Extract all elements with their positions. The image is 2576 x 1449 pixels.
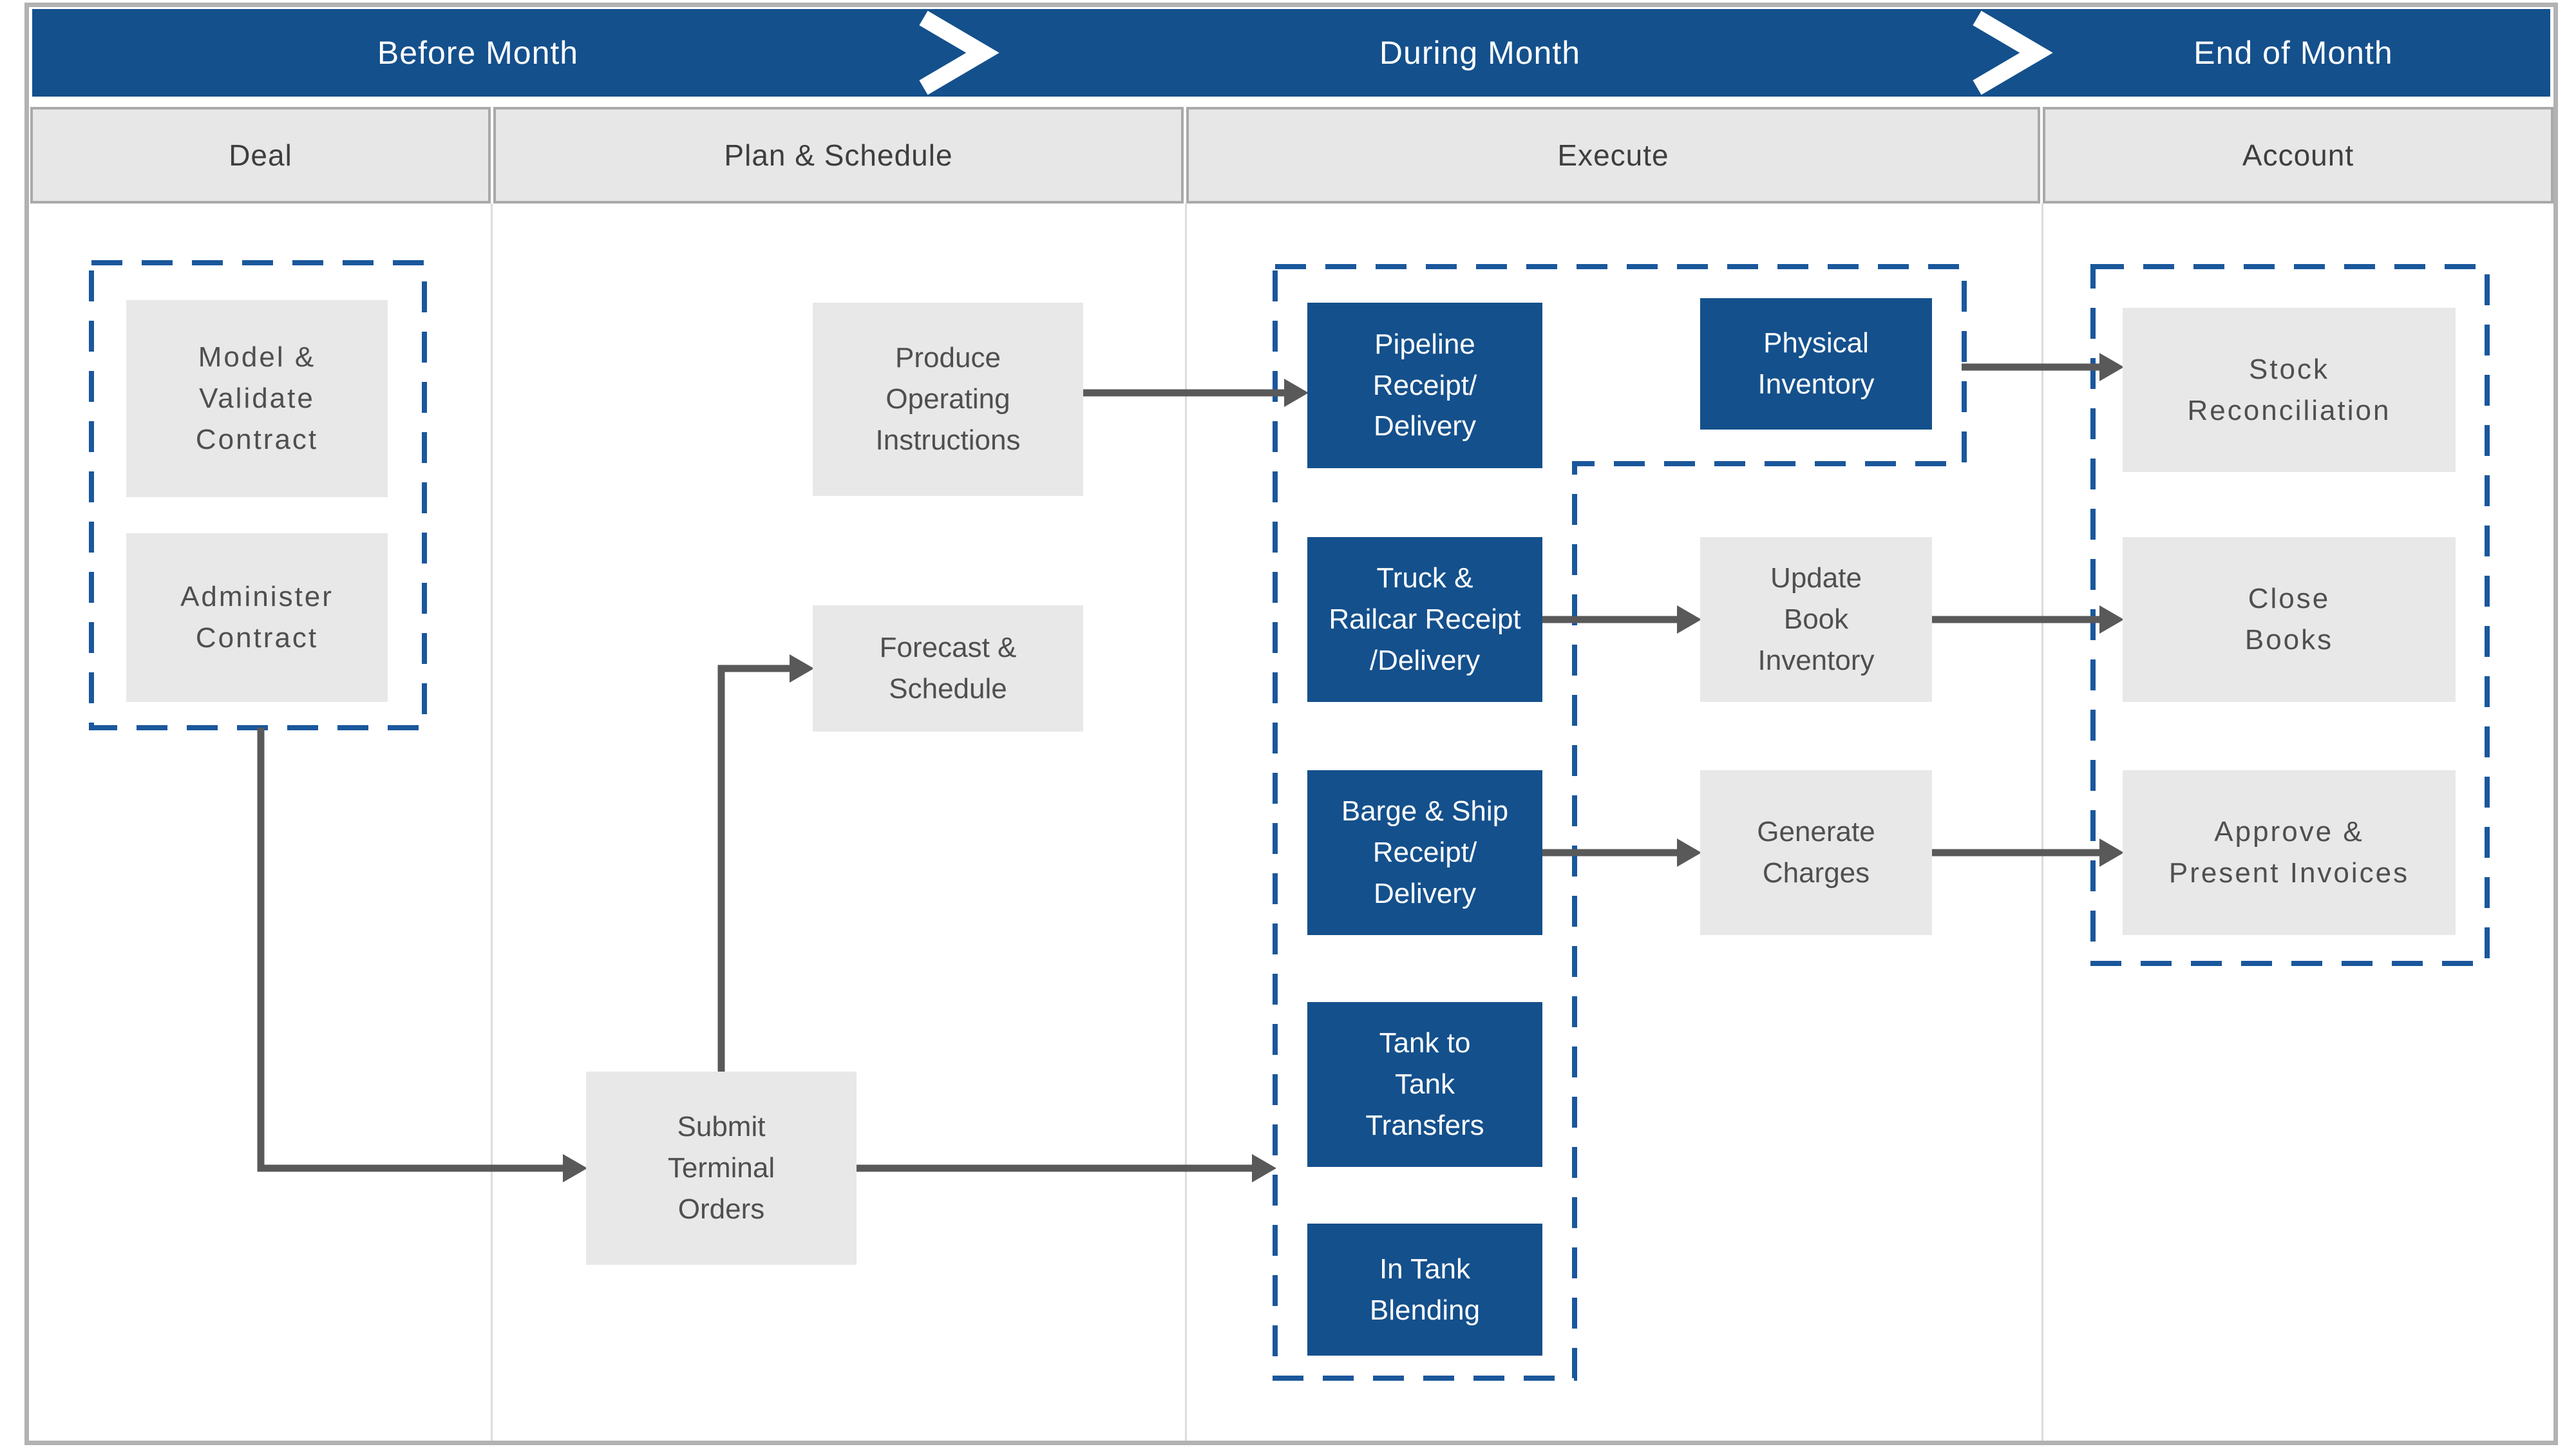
arrow-produce-to-pipeline — [1083, 379, 1309, 407]
arrow-physical-to-stock — [1962, 353, 2124, 381]
node-stock-reconciliation: Stock Reconciliation — [2123, 308, 2456, 472]
chevron-right-icon — [1973, 10, 2053, 95]
column-header-execute: Execute — [1186, 107, 2040, 204]
arrow-submit-to-execute — [857, 1154, 1276, 1182]
node-pipeline-receipt-delivery: Pipeline Receipt/ Delivery — [1307, 303, 1542, 468]
node-submit-terminal-orders: Submit Terminal Orders — [586, 1072, 857, 1265]
phase-label-end-of-month: End of Month — [2193, 35, 2393, 71]
node-truck-railcar-receipt-delivery: Truck & Railcar Receipt /Delivery — [1307, 537, 1542, 702]
node-close-books: Close Books — [2123, 537, 2456, 702]
node-update-book-inventory: Update Book Inventory — [1700, 537, 1932, 702]
node-tank-to-tank-transfers: Tank to Tank Transfers — [1307, 1002, 1542, 1167]
arrow-barge-to-generate — [1542, 838, 1701, 867]
phase-label-before-month: Before Month — [377, 35, 579, 71]
column-header-account: Account — [2043, 107, 2553, 204]
node-physical-inventory: Physical Inventory — [1700, 298, 1932, 430]
column-divider — [2041, 204, 2043, 1441]
account-group-outline — [2090, 264, 2490, 966]
column-divider — [1185, 204, 1187, 1441]
arrow-submit-to-forecast — [717, 654, 814, 1072]
diagram-frame — [24, 3, 2558, 1445]
column-header-deal: Deal — [30, 107, 491, 204]
arrow-generate-to-approve — [1932, 838, 2124, 867]
node-approve-present-invoices: Approve & Present Invoices — [2123, 770, 2456, 935]
phase-band — [32, 9, 2550, 97]
column-divider — [491, 204, 493, 1441]
node-barge-ship-receipt-delivery: Barge & Ship Receipt/ Delivery — [1307, 770, 1542, 935]
node-forecast-schedule: Forecast & Schedule — [813, 605, 1083, 732]
node-generate-charges: Generate Charges — [1700, 770, 1932, 935]
chevron-right-icon — [919, 10, 999, 95]
phase-label-during-month: During Month — [1379, 35, 1581, 71]
arrow-administer-to-submit — [257, 728, 587, 1182]
node-model-validate-contract: Model & Validate Contract — [126, 300, 388, 497]
node-administer-contract: Administer Contract — [126, 533, 388, 702]
arrow-truck-to-update — [1542, 605, 1701, 634]
execute-group-outline — [1273, 264, 1967, 1381]
arrow-update-to-close — [1932, 605, 2124, 634]
node-produce-operating-instructions: Produce Operating Instructions — [813, 303, 1083, 496]
node-in-tank-blending: In Tank Blending — [1307, 1224, 1542, 1356]
column-header-plan-schedule: Plan & Schedule — [493, 107, 1184, 204]
